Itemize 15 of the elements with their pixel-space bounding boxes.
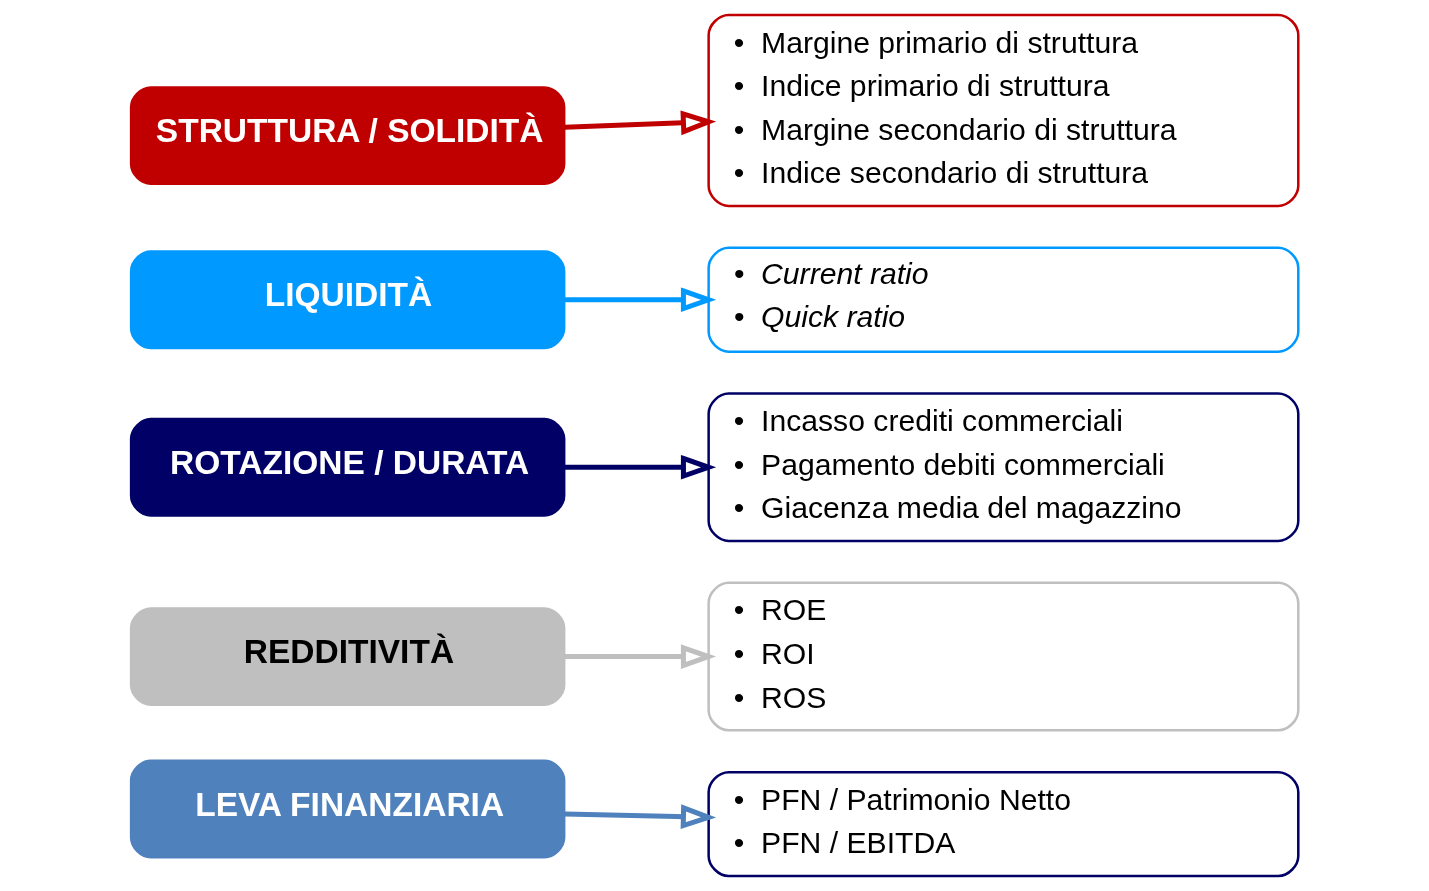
arrow [564, 644, 717, 669]
node-box: • PFN / Patrimonio Netto • PFN / EBITDA [707, 770, 1300, 878]
node-box: • ROE • ROI • ROS [707, 581, 1300, 732]
node-box: ROTAZIONE / DURATA [129, 417, 566, 517]
node-box: REDDITIVITÀ [129, 607, 566, 706]
arrow [564, 110, 717, 136]
node-box: LEVA FINANZIARIA [129, 759, 566, 859]
arrow [564, 287, 717, 313]
node-box: STRUTTURA / SOLIDITÀ [129, 86, 566, 185]
node-box: • Margine primario di struttura • Indice primario di struttura • Margine secondario di struttura • Indice secondario di struttura [707, 13, 1300, 208]
arrow [564, 454, 717, 480]
arrow [564, 804, 717, 829]
node-box: • Incasso crediti commerciali • Pagamento debiti commerciali • Giacenza media del magazzino [707, 392, 1300, 543]
node-box: LIQUIDITÀ [129, 250, 566, 350]
node-box: • Current ratio • Quick ratio [707, 246, 1300, 353]
